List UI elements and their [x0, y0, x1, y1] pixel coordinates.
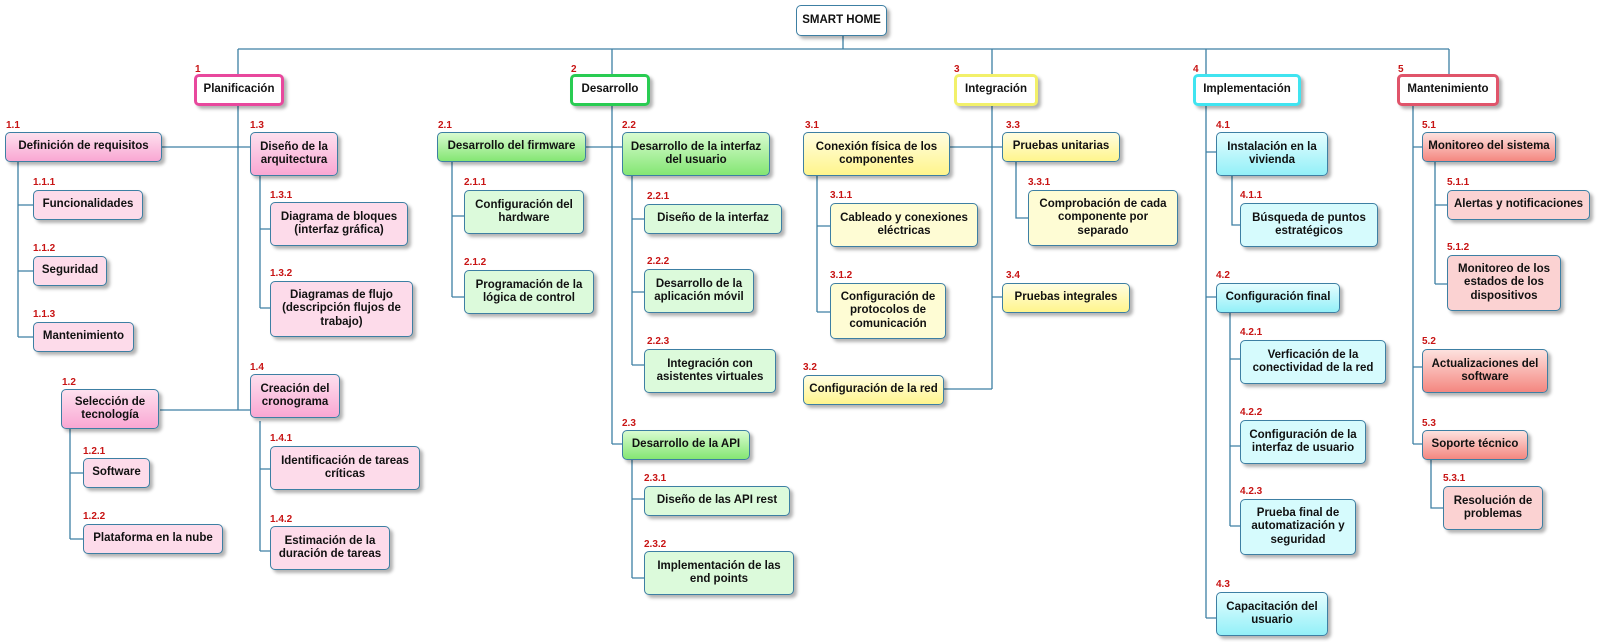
- node-number: 2.2.2: [647, 256, 670, 267]
- node-diseno-api-rest: Diseño de las API rest: [644, 486, 790, 516]
- node-diagrama-bloques: Diagrama de bloques (interfaz gráfica): [270, 202, 408, 246]
- node-number: 3.1: [805, 120, 819, 131]
- node-number: 5.3.1: [1443, 473, 1466, 484]
- node-configuracion-interfaz-usuario: Configuración de la interfaz de usuario: [1240, 420, 1366, 464]
- branch-number-3: 3: [954, 64, 960, 75]
- node-configuracion-final: Configuración final: [1216, 283, 1340, 313]
- node-desarrollo-firmware: Desarrollo del firmware: [437, 132, 586, 162]
- node-number: 2.1.1: [464, 177, 487, 188]
- node-integracion-asistentes: Integración con asistentes virtuales: [644, 349, 776, 393]
- branch-implementacion: Implementación: [1193, 74, 1301, 106]
- node-desarrollo-api: Desarrollo de la API: [622, 430, 750, 460]
- node-soporte-tecnico: Soporte técnico: [1422, 430, 1528, 460]
- node-configuracion-red: Configuración de la red: [803, 375, 944, 405]
- node-instalacion-vivienda: Instalación en la vivienda: [1216, 132, 1328, 176]
- node-number: 1.4.1: [270, 433, 293, 444]
- node-plataforma-nube: Plataforma en la nube: [83, 524, 223, 554]
- branch-planificacion: Planificación: [194, 74, 284, 106]
- root-node: SMART HOME: [796, 5, 887, 36]
- node-number: 4.2: [1216, 270, 1230, 281]
- node-pruebas-integrales: Pruebas integrales: [1002, 283, 1130, 313]
- node-number: 2.3.2: [644, 539, 667, 550]
- node-pruebas-unitarias: Pruebas unitarias: [1002, 132, 1120, 162]
- branch-mantenimiento: Mantenimiento: [1397, 74, 1499, 106]
- node-number: 1.2.2: [83, 511, 106, 522]
- node-number: 4.2.3: [1240, 486, 1263, 497]
- node-number: 3.3: [1006, 120, 1020, 131]
- node-software: Software: [83, 458, 150, 488]
- node-prueba-final: Prueba final de automatización y segurid…: [1240, 499, 1356, 555]
- node-comprobacion-componentes: Comprobación de cada componente por sepa…: [1028, 190, 1178, 246]
- node-diseno-interfaz: Diseño de la interfaz: [644, 204, 782, 234]
- node-mantenimiento-req: Mantenimiento: [33, 322, 134, 352]
- node-number: 2.3: [622, 418, 636, 429]
- node-number: 2.2: [622, 120, 636, 131]
- node-number: 1.3: [250, 120, 264, 131]
- node-estimacion-duracion: Estimación de la duración de tareas: [270, 526, 390, 570]
- node-seleccion-tecnologia: Selección de tecnología: [61, 389, 159, 429]
- node-configuracion-protocolos: Configuración de protocolos de comunicac…: [830, 283, 946, 339]
- node-cableado-conexiones: Cableado y conexiones eléctricas: [830, 203, 978, 247]
- node-resolucion-problemas: Resolución de problemas: [1443, 486, 1543, 530]
- node-number: 3.2: [803, 362, 817, 373]
- node-desarrollo-app-movil: Desarrollo de la aplicación móvil: [644, 269, 754, 313]
- node-number: 2.2.1: [647, 191, 670, 202]
- node-number: 3.1.2: [830, 270, 853, 281]
- node-verificacion-conectividad: Verficación de la conectividad de la red: [1240, 340, 1386, 384]
- node-number: 1.3.1: [270, 190, 293, 201]
- node-number: 1.1.2: [33, 243, 56, 254]
- node-monitoreo-sistema: Monitoreo del sistema: [1422, 132, 1556, 162]
- branch-integracion: Integración: [954, 74, 1038, 106]
- node-funcionalidades: Funcionalidades: [33, 190, 143, 220]
- node-number: 1.1.1: [33, 177, 56, 188]
- node-number: 5.3: [1422, 418, 1436, 429]
- node-number: 1.4: [250, 362, 264, 373]
- node-number: 5.1.1: [1447, 177, 1470, 188]
- node-number: 4.2.2: [1240, 407, 1263, 418]
- branch-number-4: 4: [1193, 64, 1199, 75]
- node-identificacion-tareas: Identificación de tareas críticas: [270, 446, 420, 490]
- node-number: 1.2: [62, 377, 76, 388]
- node-number: 1.3.2: [270, 268, 293, 279]
- node-alertas-notificaciones: Alertas y notificaciones: [1447, 190, 1590, 220]
- branch-desarrollo: Desarrollo: [570, 74, 650, 106]
- node-number: 1.1.3: [33, 309, 56, 320]
- node-number: 5.1: [1422, 120, 1436, 131]
- node-number: 2.1.2: [464, 257, 487, 268]
- node-diseno-arquitectura: Diseño de la arquitectura: [250, 132, 338, 176]
- node-conexion-fisica: Conexión física de los componentes: [803, 132, 950, 176]
- node-seguridad: Seguridad: [33, 256, 107, 286]
- node-number: 2.1: [438, 120, 452, 131]
- node-implementacion-endpoints: Implementación de las end points: [644, 551, 794, 595]
- node-monitoreo-estados: Monitoreo de los estados de los disposit…: [1447, 255, 1561, 311]
- node-busqueda-puntos: Búsqueda de puntos estratégicos: [1240, 203, 1378, 247]
- node-number: 5.2: [1422, 336, 1436, 347]
- node-number: 1.2.1: [83, 446, 106, 457]
- node-creacion-cronograma: Creación del cronograma: [250, 374, 340, 418]
- node-diagramas-flujo: Diagramas de flujo (descripción flujos d…: [270, 281, 413, 337]
- node-actualizaciones-software: Actualizaciones del software: [1422, 349, 1548, 393]
- node-definicion-requisitos: Definición de requisitos: [5, 132, 162, 162]
- node-number: 4.1: [1216, 120, 1230, 131]
- node-number: 3.3.1: [1028, 177, 1051, 188]
- node-number: 4.3: [1216, 579, 1230, 590]
- node-number: 3.4: [1006, 270, 1020, 281]
- node-number: 5.1.2: [1447, 242, 1470, 253]
- node-number: 2.3.1: [644, 473, 667, 484]
- node-number: 1.1: [6, 120, 20, 131]
- node-desarrollo-interfaz: Desarrollo de la interfaz del usuario: [622, 132, 770, 176]
- node-number: 2.2.3: [647, 336, 670, 347]
- node-number: 1.4.2: [270, 514, 293, 525]
- node-number: 4.2.1: [1240, 327, 1263, 338]
- branch-number-5: 5: [1398, 64, 1404, 75]
- node-number: 4.1.1: [1240, 190, 1263, 201]
- branch-number-2: 2: [571, 64, 577, 75]
- node-capacitacion-usuario: Capacitación del usuario: [1216, 592, 1328, 636]
- node-programacion-logica: Programación de la lógica de control: [464, 270, 594, 314]
- node-configuracion-hardware: Configuración del hardware: [464, 190, 584, 234]
- branch-number-1: 1: [195, 64, 201, 75]
- node-number: 3.1.1: [830, 190, 853, 201]
